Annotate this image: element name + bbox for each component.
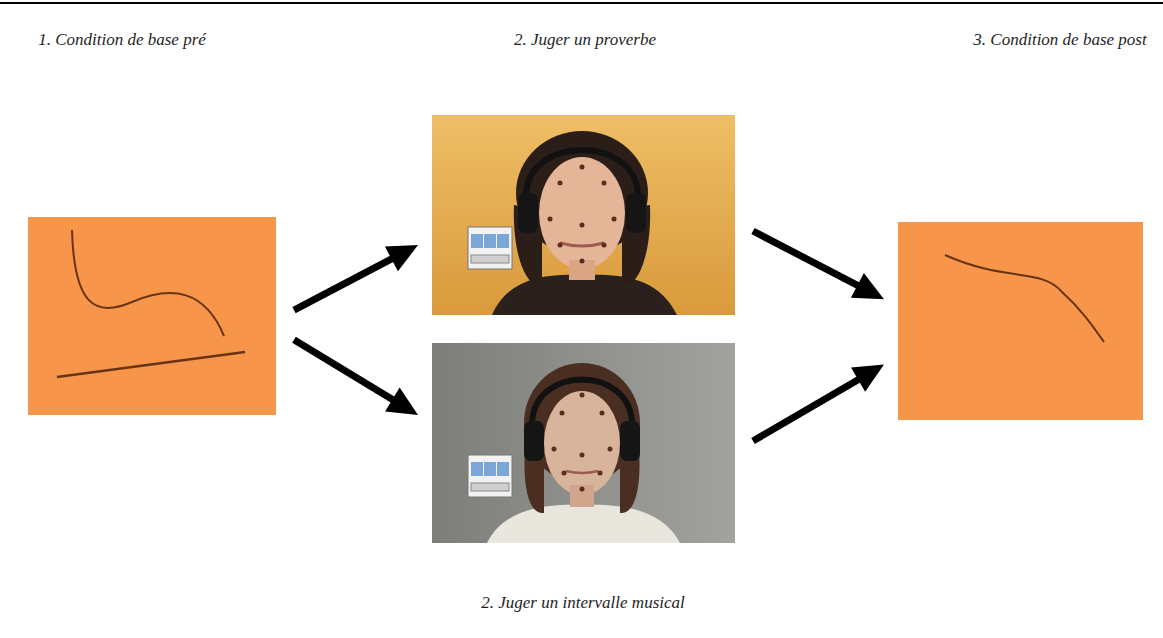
top-rule — [0, 2, 1163, 4]
video-icon — [468, 455, 512, 497]
video-icon — [468, 227, 512, 269]
stage-heading: 3. Condition de base post — [973, 30, 1146, 50]
stimulus-panel — [898, 222, 1143, 420]
arrow-head — [851, 365, 884, 392]
stage-heading: 2. Juger un proverbe — [514, 30, 656, 50]
stage-heading: 2. Juger un intervalle musical — [481, 593, 685, 613]
stage-box: 2. Juger un intervalle musical — [432, 343, 735, 543]
flow-arrow — [294, 340, 418, 415]
arrow-shaft — [294, 257, 395, 310]
arrow-shaft — [753, 231, 861, 287]
stage-box: 1. Condition de base pré — [28, 217, 276, 415]
flow-arrow — [753, 231, 884, 299]
arrow-head — [851, 273, 884, 299]
arrow-shaft — [294, 340, 396, 402]
flow-arrow — [753, 365, 884, 441]
stimulus-panel — [28, 217, 276, 415]
stage-heading: 1. Condition de base pré — [38, 30, 206, 50]
arrow-head — [385, 387, 418, 415]
stage-box: 2. Juger un proverbe — [432, 115, 735, 315]
arrow-shaft — [753, 378, 862, 441]
stage-box: 3. Condition de base post — [898, 222, 1143, 420]
participant-photo — [432, 343, 735, 543]
participant-photo — [432, 115, 735, 315]
arrow-head — [385, 245, 418, 271]
flow-arrow — [294, 245, 418, 310]
